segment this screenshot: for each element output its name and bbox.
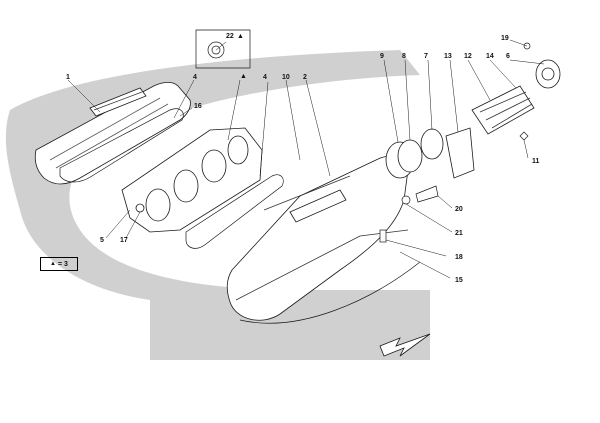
callout-15: 15 — [455, 277, 463, 284]
callout-2: 2 — [303, 74, 307, 81]
callout-18: 18 — [455, 254, 463, 261]
callout-6: 6 — [506, 53, 510, 60]
part-bellows-hose — [471, 59, 561, 135]
callout-14: 14 — [486, 53, 494, 60]
part-upper-manifold-cover — [34, 82, 191, 185]
part-throttle-plenum — [121, 127, 263, 233]
callout-12: 12 — [464, 53, 472, 60]
legend-box: ▲ = 3 — [40, 257, 78, 271]
callout-16: 16 — [194, 103, 202, 110]
callout-8: 8 — [402, 53, 406, 60]
part-lower-gasket — [239, 261, 421, 324]
callout-10: 10 — [282, 74, 290, 81]
callout-11: 11 — [532, 158, 540, 165]
front-direction-arrow — [379, 333, 431, 357]
callout-13: 13 — [444, 53, 452, 60]
part-main-intake-duct — [226, 155, 409, 321]
callout-7: 7 — [424, 53, 428, 60]
callout-1: 1 — [66, 74, 70, 81]
callout-4-middle: 4 — [263, 74, 267, 81]
legend-triangle-icon: ▲ — [50, 261, 56, 267]
callout-4-left: 4 — [193, 74, 197, 81]
triangle-marker-22: ▲ — [237, 33, 244, 40]
callout-17: 17 — [120, 237, 128, 244]
part-coupling-rings — [385, 127, 475, 179]
callout-9: 9 — [380, 53, 384, 60]
triangle-marker-3: ▲ — [240, 73, 247, 80]
callout-5: 5 — [100, 237, 104, 244]
part-gasket-left — [59, 108, 184, 183]
leader-lines — [67, 39, 545, 279]
callout-19: 19 — [501, 35, 509, 42]
part-small-fasteners — [379, 42, 531, 243]
legend-text: = 3 — [58, 260, 68, 268]
callout-21: 21 — [455, 230, 463, 237]
part-gasket-middle — [185, 174, 284, 249]
callout-20: 20 — [455, 206, 463, 213]
callout-22: 22 — [226, 33, 234, 40]
